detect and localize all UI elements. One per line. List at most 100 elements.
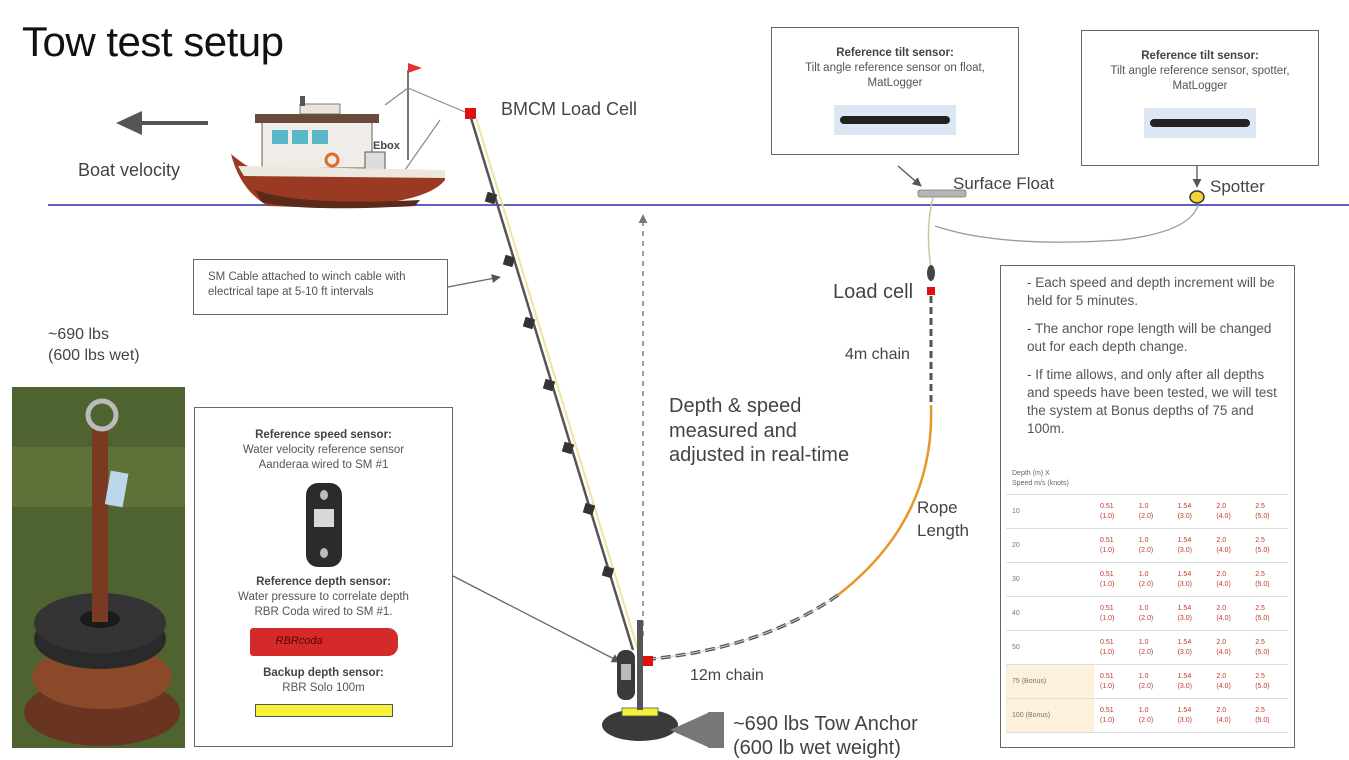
speed-ms: 0.51 [1100, 502, 1114, 510]
rope-length-label-2: Length [917, 521, 969, 540]
ebox-label: Ebox [373, 140, 400, 152]
speed-cell: 2.0(4.0) [1210, 562, 1250, 597]
ref-tilt-float-box: Reference tilt sensor: Tilt angle refere… [771, 27, 1019, 155]
table-row: 75 (Bonus)0.51(1.0)1.0(2.0)1.54(3.0)2.0(… [1006, 664, 1288, 699]
speed-knots: (2.0) [1138, 546, 1154, 554]
speed-sensor-title: Reference speed sensor: [255, 429, 392, 441]
speed-cell: 1.54(3.0) [1171, 630, 1211, 665]
speed-ms: 1.54 [1177, 536, 1192, 544]
speed-cell: 1.0(2.0) [1132, 528, 1172, 563]
anchor-label: ~690 lbs Tow Anchor (600 lb wet weight) [733, 712, 918, 760]
speed-ms: 0.51 [1100, 570, 1114, 578]
speed-knots: (2.0) [1138, 648, 1154, 656]
ref-tilt-float-line-2: MatLogger [867, 77, 923, 89]
speed-knots: (3.0) [1177, 512, 1192, 520]
sensor-box: Reference speed sensor: Water velocity r… [194, 407, 453, 747]
speed-knots: (5.0) [1255, 512, 1270, 520]
speed-knots: (3.0) [1177, 614, 1192, 622]
speed-cell: 1.54 (3.0) [1171, 494, 1211, 529]
rbr-coda-sensor-icon: RBRcoda [249, 628, 398, 656]
speed-ms: 2.5 [1255, 638, 1265, 646]
table-header-empty [1210, 464, 1250, 495]
weight-line-2: (600 lbs wet) [48, 347, 140, 364]
anchor-photo-image [12, 387, 185, 748]
speed-cell: 0.51(1.0) [1094, 664, 1133, 699]
ref-tilt-spotter-box: Reference tilt sensor: Tilt angle refere… [1081, 30, 1319, 166]
speed-knots: (2.0) [1138, 512, 1154, 520]
rope [837, 404, 933, 596]
chain-12m [639, 593, 840, 662]
speed-ms: 1.54 [1177, 502, 1192, 510]
depth-cell: 20 [1006, 528, 1094, 563]
depth-cell: 40 [1006, 596, 1094, 631]
load-cell-label: Load cell [833, 281, 914, 303]
speed-cell: 1.54(3.0) [1171, 664, 1211, 699]
speed-ms: 1.0 [1138, 604, 1149, 612]
ref-tilt-spotter-line-1: Tilt angle reference sensor, spotter, [1110, 65, 1290, 77]
depth-speed-line-1: Depth & speed [669, 395, 802, 417]
speed-knots: (2.0) [1138, 682, 1154, 690]
speed-cell: 1.0 (2.0) [1132, 494, 1172, 529]
weight-label: ~690 lbs (600 lbs wet) [48, 324, 140, 366]
speed-cell: 2.0(4.0) [1210, 596, 1250, 631]
speed-cell: 1.0 (2.0) [1132, 630, 1172, 665]
anchor-photo [12, 387, 185, 748]
depth-speed-line-2: measured and [669, 419, 797, 442]
speed-ms: 1.54 [1177, 638, 1192, 646]
speed-knots: (3.0) [1177, 580, 1192, 588]
speed-cell: 1.0(2.0) [1132, 698, 1172, 733]
ref-tilt-float-line-1: Tilt angle reference sensor on float, [805, 62, 985, 74]
speed-sensor-line-1: Water velocity reference sensor [242, 444, 405, 456]
speed-cell: 0.51(1.0) [1094, 528, 1133, 563]
speed-ms: 2.0 [1216, 570, 1227, 578]
speed-cell: 1.0(2.0) [1132, 596, 1172, 631]
speed-ms: 2.0 [1216, 604, 1227, 612]
speed-cell: 1.54(3.0) [1171, 596, 1211, 631]
backup-sensor-line-1: RBR Solo 100m [282, 682, 365, 694]
speed-ms: 1.54 [1177, 570, 1192, 578]
speed-cell: 2.0(4.0) [1210, 528, 1250, 563]
anchor-line-1: ~690 lbs Tow Anchor [733, 713, 918, 735]
speed-ms: 1.54 [1177, 706, 1192, 714]
speed-ms: 1.0 [1138, 570, 1149, 578]
depth-cell: 75 (Bonus) [1006, 664, 1094, 699]
bmcm-load-cell-label: BMCM Load Cell [501, 99, 638, 119]
depth-sensor-line-1: Water pressure to correlate depth [238, 591, 409, 603]
speed-knots: (4.0) [1216, 716, 1231, 724]
speed-cell: 1.54(3.0) [1171, 528, 1211, 563]
speed-knots: (1.0) [1100, 648, 1115, 656]
speed-cell: 2.0 (4.0) [1210, 630, 1250, 665]
speed-ms: 1.0 [1138, 502, 1149, 510]
speed-knots: (4.0) [1216, 648, 1231, 656]
speed-knots: (1.0) [1100, 614, 1115, 622]
speed-ms: 1.0 [1138, 638, 1149, 646]
speed-ms: 2.5 [1255, 604, 1265, 612]
speed-knots: (1.0) [1100, 682, 1115, 690]
speed-cell: 2.5(5.0) [1249, 596, 1288, 631]
speed-knots: (5.0) [1255, 580, 1270, 588]
speed-cell: 0.51(1.0) [1094, 596, 1133, 631]
float-line [927, 196, 934, 269]
sm-cable [475, 117, 639, 651]
depth-cell: 30 [1006, 562, 1094, 597]
speed-ms: 2.0 [1216, 638, 1227, 646]
tow-anchor-icon [602, 620, 724, 748]
bmcm-load-cell-marker [465, 108, 476, 119]
speed-cell: 2.5(5.0) [1249, 698, 1288, 733]
depth-cell: 10 [1006, 494, 1094, 529]
speed-cell: 0.51(1.0) [1094, 494, 1133, 529]
speed-knots: (5.0) [1255, 648, 1270, 656]
depth-cell: 50 [1006, 630, 1094, 665]
rope-length-label-1: Rope [917, 498, 958, 517]
speed-ms: 2.0 [1216, 502, 1227, 510]
spotter-label: Spotter [1210, 177, 1265, 196]
speed-knots: (4.0) [1216, 682, 1231, 690]
